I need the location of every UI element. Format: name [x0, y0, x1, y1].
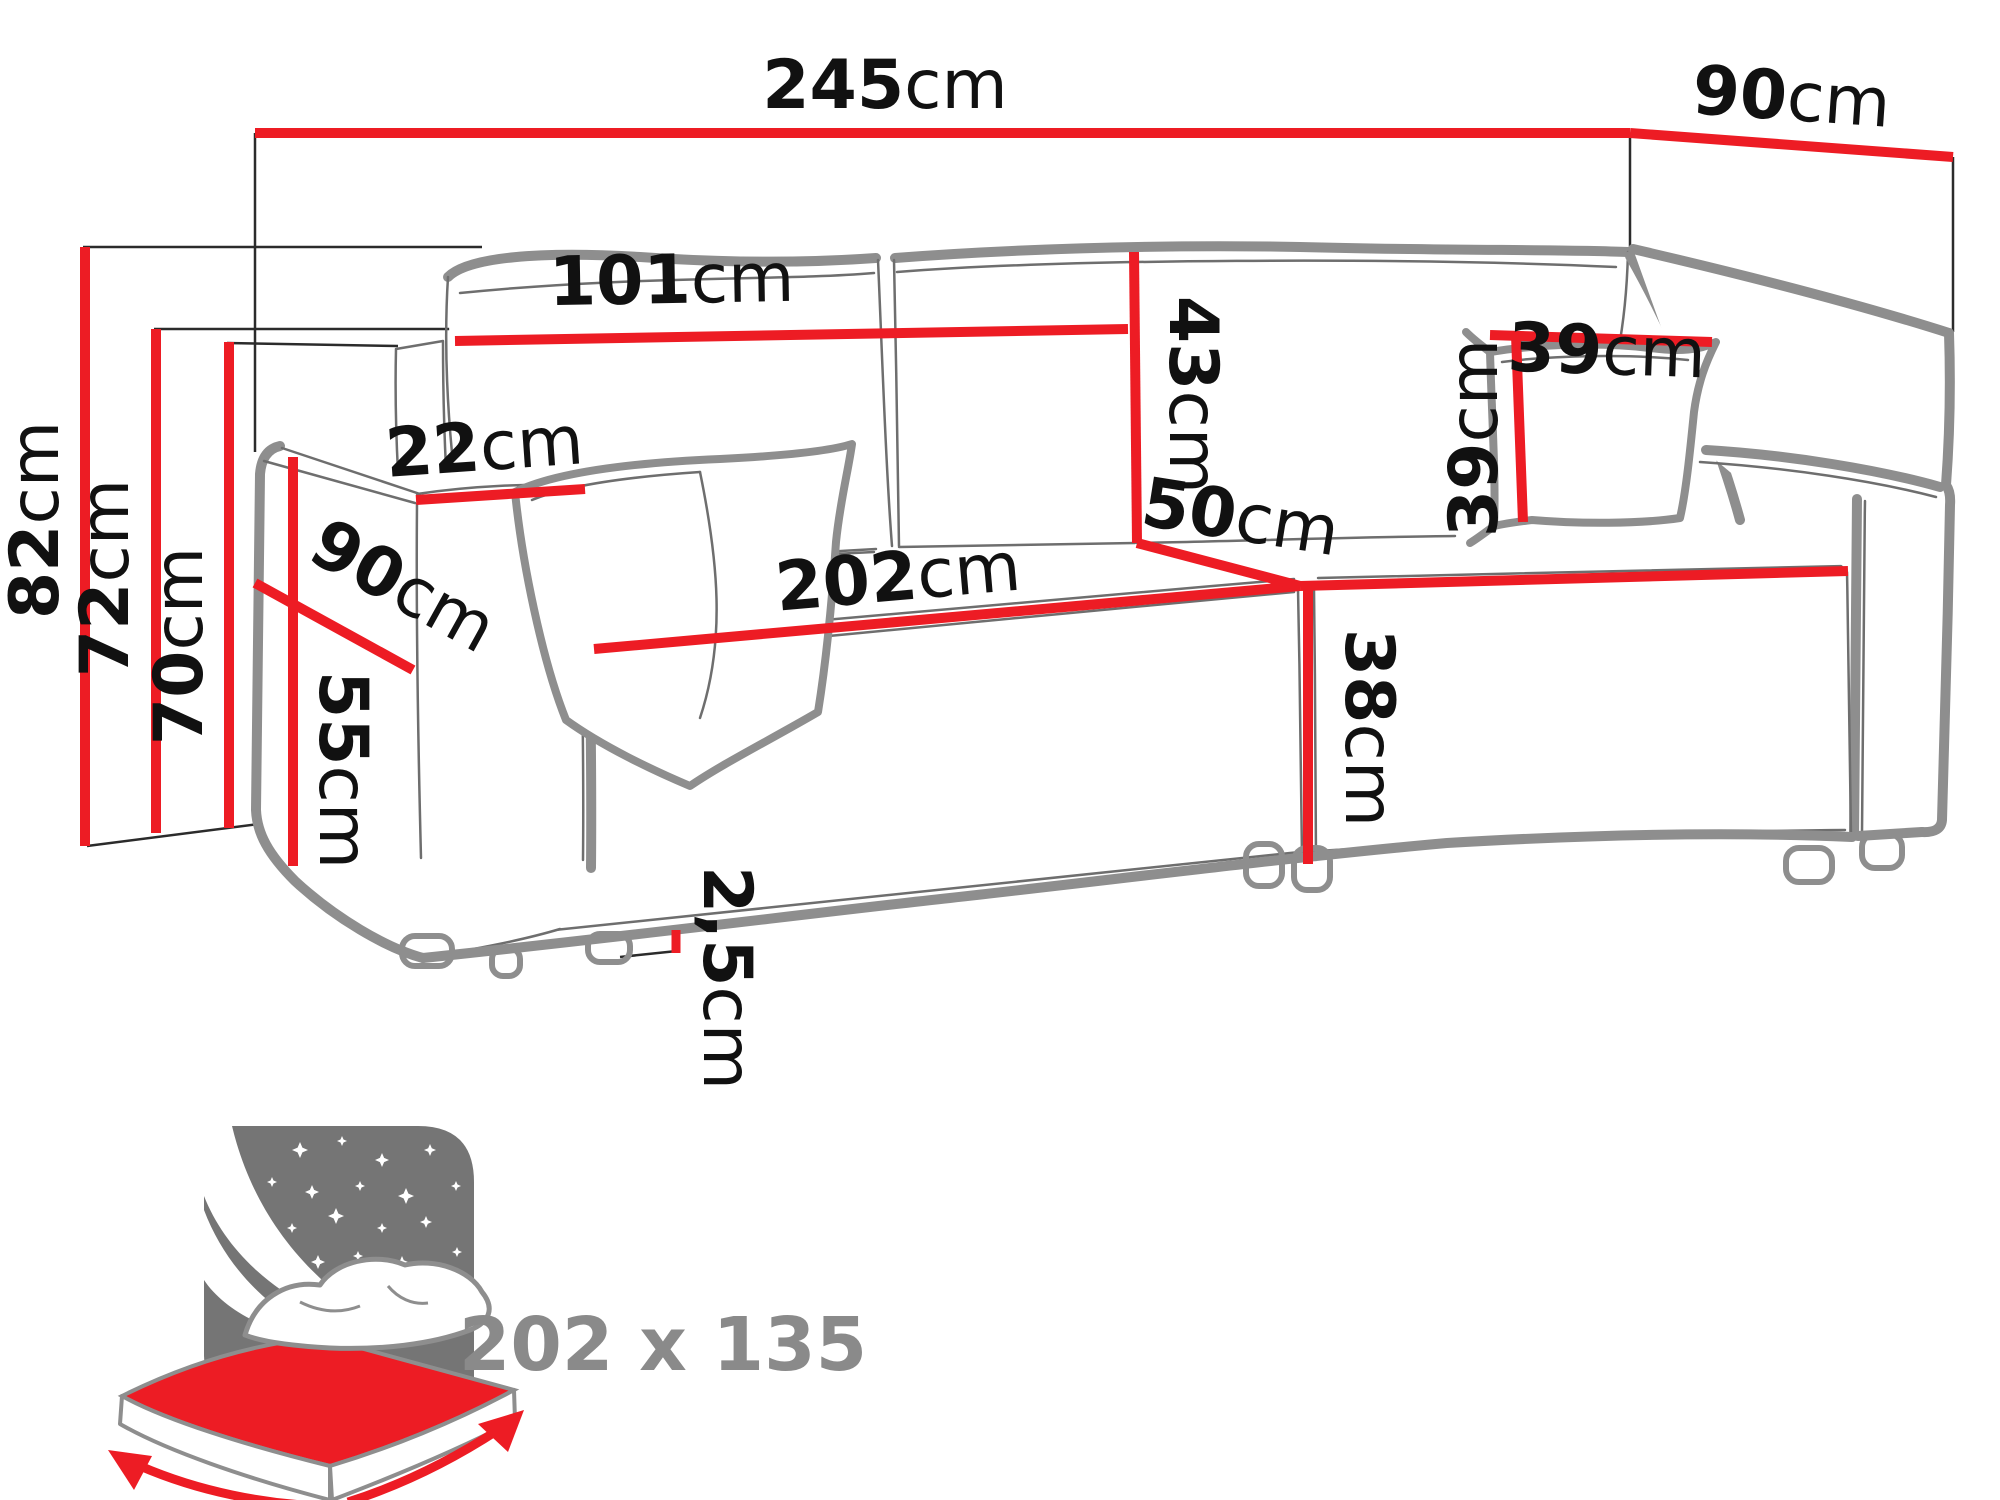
dim-total-width-label: 245cm [762, 46, 1008, 125]
dim-line-armrest-depth [252, 578, 416, 675]
dim-total-height-label: 82cm [0, 421, 75, 619]
dim-line-pillow-width [1489, 330, 1713, 347]
dim-line-backrest-cushion-height [1129, 251, 1142, 544]
dim-backrest-cushion-height-label: 43cm [1153, 296, 1232, 494]
dim-seat-width-label: 202cm [772, 528, 1024, 628]
left-throw-pillow [511, 440, 856, 790]
left-side-panel [394, 339, 448, 474]
dim-side-height-label: 70cm [140, 547, 219, 745]
dim-armrest-width-label: 22cm [383, 401, 586, 494]
dim-line-seat-depth [1135, 538, 1302, 591]
dimension-lines [80, 128, 1954, 953]
dim-line-seat-width [593, 581, 1301, 654]
dim-line-total-depth [1629, 128, 1954, 162]
sofa-sketch [251, 241, 1956, 979]
sofa-bottom-edge [418, 829, 1857, 963]
right-armrest [1628, 244, 1956, 841]
dim-line-seat-edge-right [1299, 566, 1849, 591]
right-throw-pillow [1462, 328, 1720, 547]
dim-back-height-label: 72cm [66, 479, 145, 677]
left-armrest [251, 441, 597, 963]
dim-total-depth-label: 90cm [1690, 51, 1893, 144]
dim-line-backrest-cushion-width [454, 324, 1129, 346]
dim-line-armrest-width [415, 484, 586, 505]
dim-pillow-width-label: 39cm [1506, 309, 1707, 395]
extension-lines [83, 133, 1955, 959]
dimension-arrows-icon [108, 1410, 524, 1500]
dim-seat-depth-label: 50cm [1136, 463, 1344, 572]
dim-seat-height-label: 38cm [1329, 629, 1408, 827]
dim-armrest-height-label: 55cm [303, 671, 382, 869]
sleeping-function-icon: 202 x 135 [108, 1126, 867, 1500]
dim-pillow-height-label: 39cm [1435, 339, 1514, 537]
dim-leg-height-label: 2,5cm [687, 866, 766, 1090]
bed-icon [117, 1256, 520, 1500]
sleeping-area-size-label: 202 x 135 [459, 1302, 867, 1388]
dim-line-pillow-height [1511, 334, 1528, 523]
dim-backrest-cushion-width-label: 101cm [548, 239, 795, 322]
